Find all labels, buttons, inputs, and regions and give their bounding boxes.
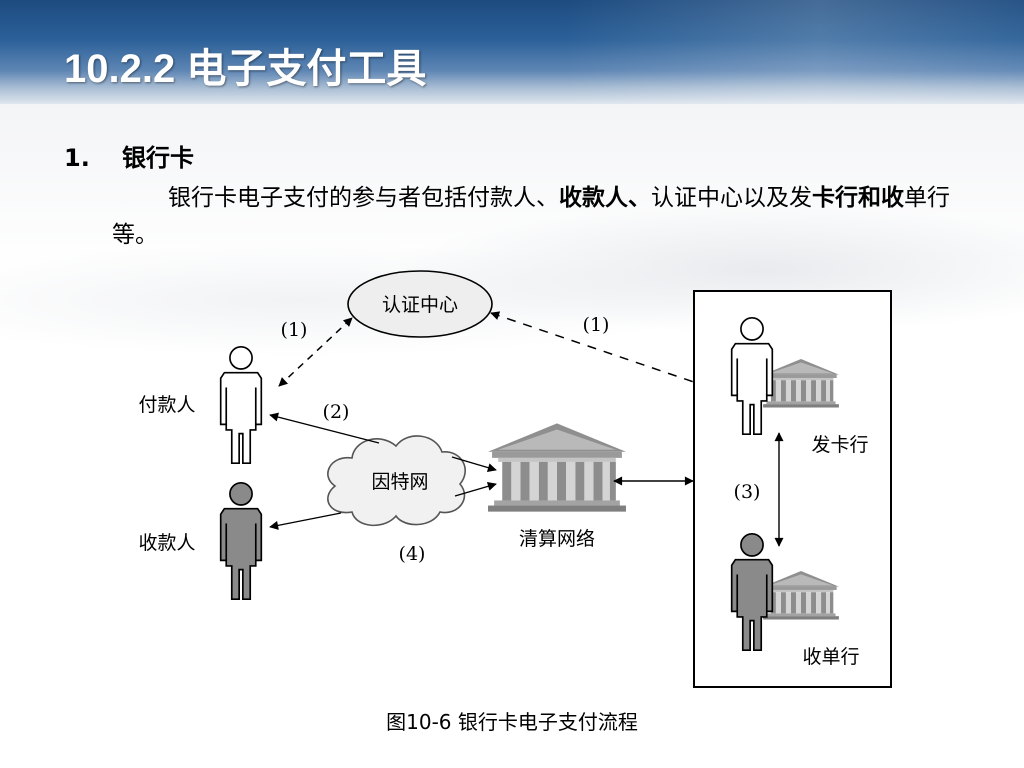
slide-title: 10.2.2 电子支付工具	[64, 47, 427, 91]
arrow-internet-payee	[269, 512, 342, 530]
paragraph-bold-1: 收款人、	[559, 185, 651, 211]
ca-node: 认证中心	[347, 270, 493, 338]
bank-group-box	[693, 290, 892, 688]
section-title: 银行卡	[122, 144, 194, 172]
arrow-internet-payer	[269, 412, 380, 444]
internet-cloud: 因特网	[327, 435, 466, 527]
arrow-ca-issuer	[490, 311, 733, 397]
clearing-label: 清算网络	[519, 528, 595, 550]
issuer-label: 发卡行	[811, 434, 868, 456]
step-4-label: (4)	[399, 543, 426, 565]
payee-figure	[219, 481, 263, 601]
internet-label: 因特网	[371, 471, 428, 493]
title-bar-shine	[0, 0, 1024, 104]
paragraph-text-1: 银行卡电子支付的参与者包括付款人、	[168, 185, 559, 211]
figure-caption: 图10-6 银行卡电子支付流程	[386, 710, 638, 734]
arrow-payer-ca	[278, 317, 353, 387]
arrow-internet-clearing-upper	[451, 456, 497, 473]
body-paragraph: 银行卡电子支付的参与者包括付款人、收款人、认证中心以及发卡行和收单行等。	[112, 180, 970, 254]
arrow-internet-clearing-lower	[454, 481, 497, 497]
step-1-right-label: (1)	[583, 314, 610, 336]
paragraph-bold-2: 卡行和收	[812, 185, 904, 211]
step-3-label: (3)	[734, 481, 761, 503]
paragraph-text-3: 单行等。	[112, 185, 950, 248]
paragraph-text-2: 认证中心以及发	[651, 185, 812, 211]
ca-label: 认证中心	[382, 294, 458, 316]
title-bar	[0, 0, 1024, 104]
acquirer-label: 收单行	[802, 646, 859, 668]
payer-figure	[219, 345, 263, 465]
section-number: 1.	[64, 144, 90, 172]
section-heading: 1. 银行卡	[64, 138, 194, 173]
step-2-label: (2)	[323, 401, 350, 423]
payee-label: 收款人	[138, 532, 195, 554]
payer-label: 付款人	[138, 394, 195, 416]
step-1-left-label: (1)	[281, 319, 308, 341]
clearing-network-bank	[488, 423, 626, 512]
